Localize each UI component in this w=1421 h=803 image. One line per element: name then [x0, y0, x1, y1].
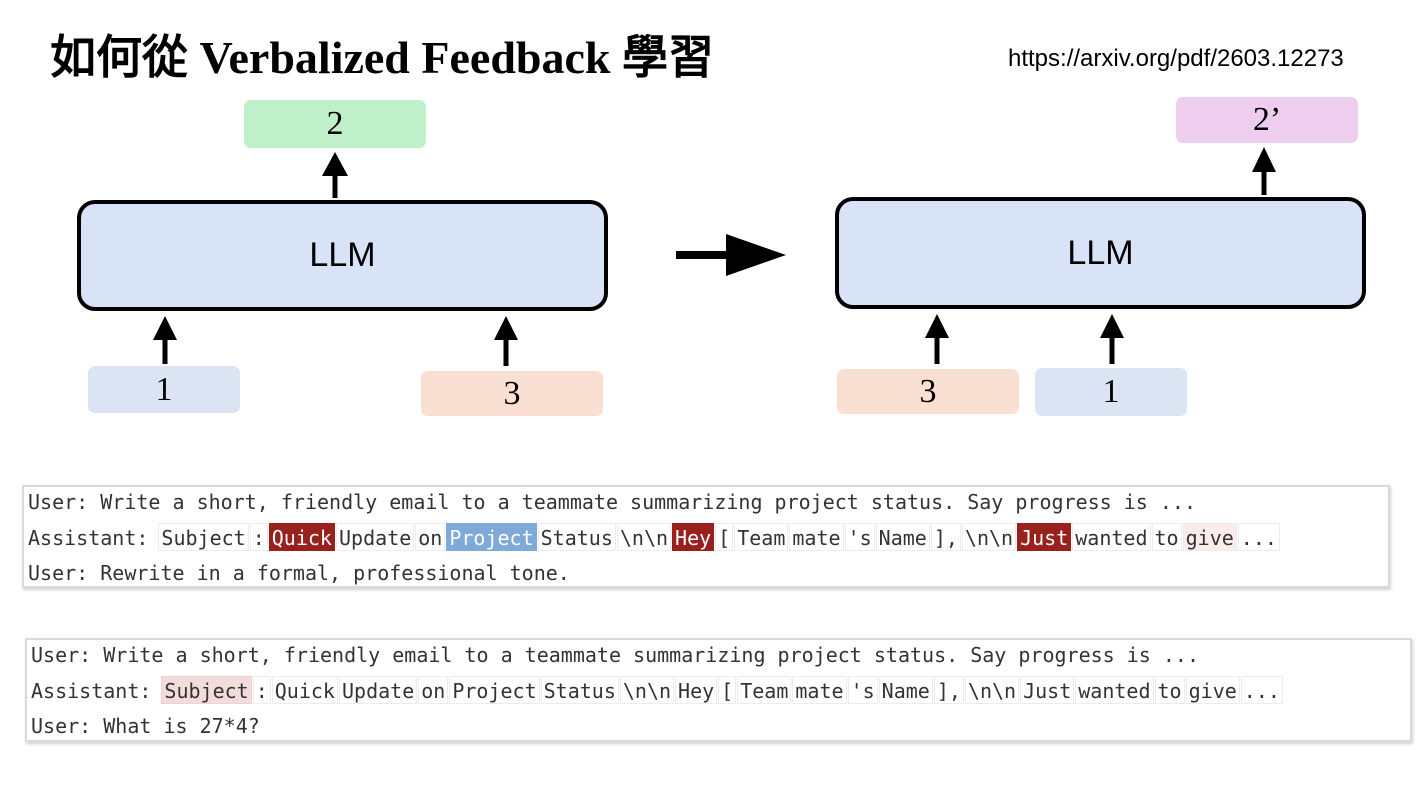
panel2-token: Project — [449, 676, 540, 704]
right-output-token: 2’ — [1176, 97, 1358, 143]
transition-arrow — [676, 234, 786, 276]
panel2-token: \n\n — [619, 676, 675, 704]
panel2-token: to — [1154, 676, 1185, 704]
panel2-token: ], — [933, 676, 964, 704]
right-input-token-3: 3 — [837, 369, 1019, 414]
panel2-token: Hey — [675, 676, 718, 704]
panel2-token: Status — [540, 676, 619, 704]
panel2-token: mate — [792, 676, 847, 704]
panel1-token: Just — [1017, 523, 1072, 551]
panel2-token: Name — [878, 676, 933, 704]
panel2-token: 's — [847, 676, 878, 704]
panel1-token: ... — [1237, 523, 1280, 551]
panel2-token: [ — [718, 676, 737, 704]
left-llm-box: LLM — [77, 200, 608, 311]
panel2-token: Quick — [271, 676, 338, 704]
panel1-token: ], — [930, 523, 961, 551]
source-url: https://arxiv.org/pdf/2603.12273 — [1008, 45, 1344, 72]
panel2-token: Just — [1020, 676, 1075, 704]
panel2-token: ... — [1240, 676, 1283, 704]
panel2-token: : — [252, 676, 271, 704]
left-output-arrow — [322, 152, 348, 198]
panel1-token: \n\n — [961, 523, 1017, 551]
panel1-token: mate — [789, 523, 844, 551]
panel2-user-line-2: User: What is 27*4? — [31, 714, 260, 738]
panel1-token: wanted — [1072, 523, 1151, 551]
right-input-token-1: 1 — [1035, 368, 1187, 416]
panel2-token: on — [418, 676, 449, 704]
panel1-token: Quick — [268, 523, 335, 551]
right-llm-box: LLM — [835, 197, 1366, 309]
right-input-arrow-3 — [925, 314, 949, 364]
panel1-assistant-label: Assistant: — [28, 526, 149, 550]
panel1-token: give — [1182, 523, 1237, 551]
panel1-token: Name — [875, 523, 930, 551]
panel2-assistant-label: Assistant: — [31, 679, 152, 703]
panel2-token: Update — [338, 676, 418, 704]
panel1-token: [ — [715, 523, 734, 551]
panel2-token: Team — [737, 676, 792, 704]
panel1-token: Status — [537, 523, 616, 551]
left-input-token-1: 1 — [88, 366, 240, 413]
left-input-token-3: 3 — [421, 371, 603, 416]
chat-panel-2: User: Write a short, friendly email to a… — [25, 638, 1412, 742]
panel1-user-line-2: User: Rewrite in a formal, professional … — [28, 561, 570, 585]
panel1-token: on — [415, 523, 446, 551]
panel2-token: Subject — [161, 676, 252, 704]
panel1-user-line-1: User: Write a short, friendly email to a… — [28, 490, 1196, 514]
panel1-token: 's — [844, 523, 875, 551]
chat-panel-1: User: Write a short, friendly email to a… — [22, 485, 1390, 588]
left-input-arrow-1 — [153, 316, 177, 364]
panel1-token: Team — [734, 523, 789, 551]
right-input-arrow-1 — [1100, 314, 1124, 364]
panel1-token: to — [1151, 523, 1182, 551]
panel1-token: \n\n — [616, 523, 672, 551]
panel1-token: Subject — [158, 523, 249, 551]
panel1-token: Project — [446, 523, 537, 551]
slide-title: 如何從 Verbalized Feedback 學習 — [50, 32, 714, 83]
right-output-arrow — [1252, 147, 1276, 195]
panel1-token: Update — [335, 523, 415, 551]
panel1-token: Hey — [672, 523, 715, 551]
panel2-user-line-1: User: Write a short, friendly email to a… — [31, 643, 1199, 667]
panel2-token: wanted — [1075, 676, 1154, 704]
panel2-token: \n\n — [964, 676, 1020, 704]
panel1-token: : — [249, 523, 268, 551]
left-output-token: 2 — [244, 100, 426, 148]
left-input-arrow-3 — [494, 316, 518, 366]
panel2-token: give — [1185, 676, 1240, 704]
